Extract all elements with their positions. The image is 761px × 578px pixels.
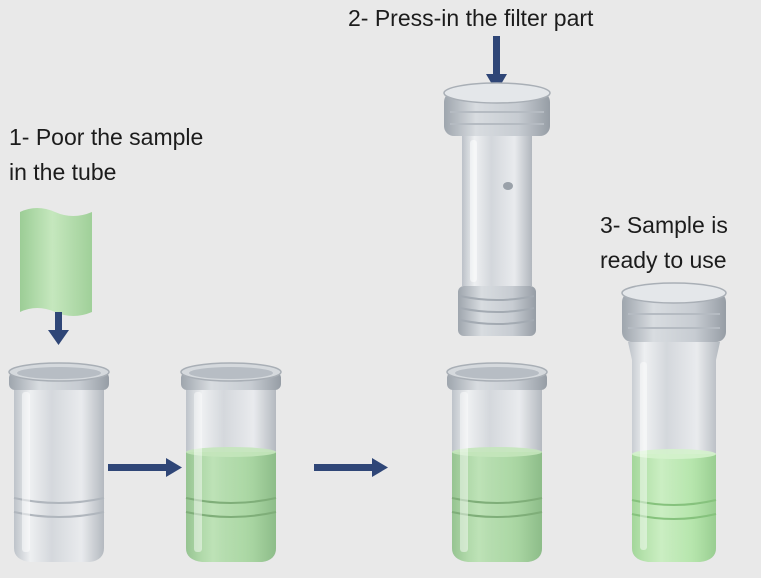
empty-tube	[8, 362, 110, 562]
step-1-label: 1- Poor the sample in the tube	[9, 120, 203, 190]
pouring-sample-stream	[20, 208, 92, 316]
arrow-right-icon	[314, 458, 388, 477]
step-2-label-line-1: 2- Press-in the filter part	[348, 5, 594, 31]
step-3-label: 3- Sample is ready to use	[600, 208, 728, 278]
step-3-label-line-1: 3- Sample is	[600, 212, 728, 238]
step-3-label-line-2: ready to use	[600, 247, 727, 273]
step-1-label-line-2: in the tube	[9, 159, 117, 185]
step-2-label: 2- Press-in the filter part	[348, 1, 593, 36]
filtered-vial	[621, 282, 727, 562]
arrow-down-icon	[48, 312, 69, 345]
step-1-label-line-1: 1- Poor the sample	[9, 124, 204, 150]
filled-tube-under-filter	[446, 362, 548, 562]
filter-part	[443, 82, 551, 336]
arrow-right-icon	[108, 458, 182, 477]
filled-tube	[180, 362, 282, 562]
